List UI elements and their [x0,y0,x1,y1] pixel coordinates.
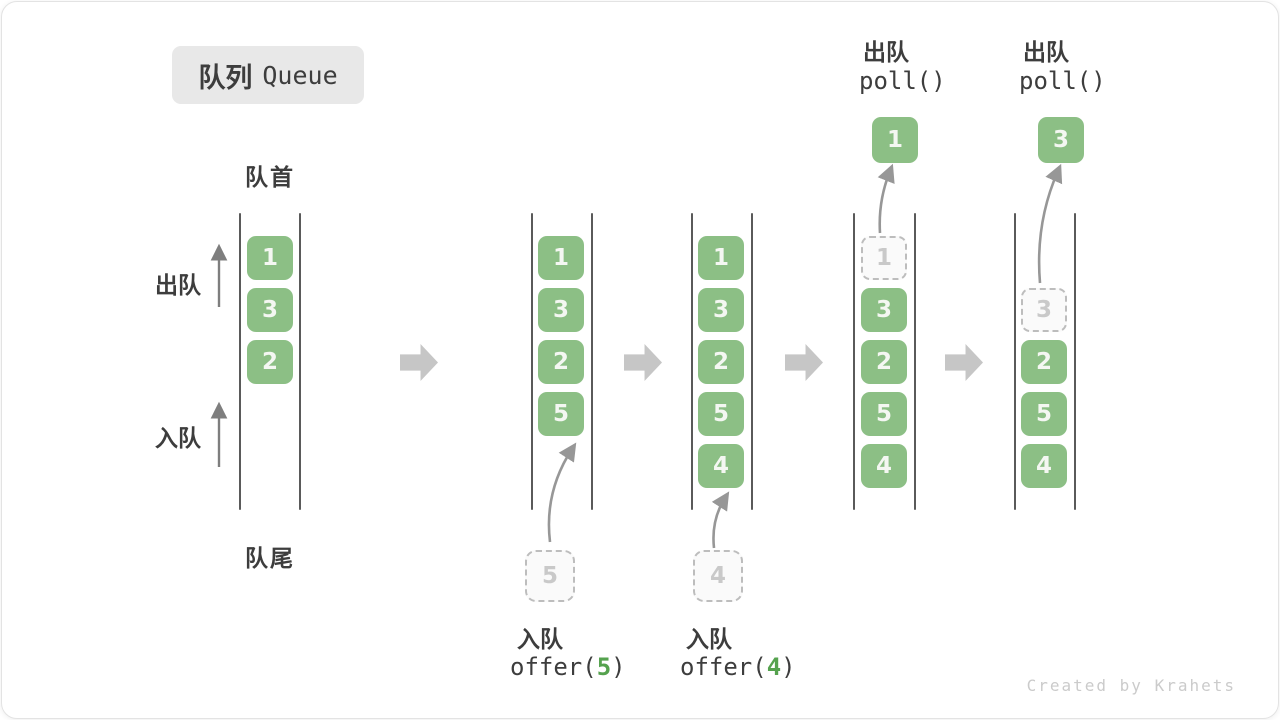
title-box: 队列 Queue [172,46,364,104]
label-queue-front: 队首 [245,164,295,190]
queue-cell: 1 [698,236,744,280]
queue-cell: 1 [538,236,584,280]
queue-cell: 3 [247,288,293,332]
queue-cell: 5 [538,392,584,436]
watermark-credit: Created by Krahets [1026,676,1236,695]
queue-cell: 5 [698,392,744,436]
queue-cell: 5 [861,392,907,436]
code-text: offer( [680,653,767,681]
queue-cell: 3 [538,288,584,332]
code-arg: 4 [766,653,782,681]
queue-wall-line [591,213,593,510]
queue-wall-line [751,213,753,510]
code-arg: 5 [596,653,612,681]
queue-cell-pending: 4 [693,550,743,602]
queue-cell: 2 [861,340,907,384]
queue-cell: 2 [538,340,584,384]
op-enqueue-label: 入队 [517,626,563,652]
op-dequeue-code: poll() [859,67,946,95]
op-dequeue-label: 出队 [863,39,909,65]
queue-cell: 4 [698,444,744,488]
label-dequeue: 出队 [155,272,201,298]
label-enqueue: 入队 [155,425,201,451]
enqueue-direction-arrow-icon [210,401,228,467]
flow-arrow-icon [400,344,438,381]
queue-wall-line [239,213,241,510]
queue-cell: 3 [861,288,907,332]
queue-cell: 3 [698,288,744,332]
queue-cell: 2 [698,340,744,384]
queue-wall-line [531,213,533,510]
insert-arrow-icon [547,442,577,543]
queue-cell-removed: 1 [861,236,907,280]
queue-wall-line [914,213,916,510]
code-text: ) [611,653,626,681]
queue-wall-line [299,213,301,510]
queue-wall-line [691,213,693,510]
dequeue-direction-arrow-icon [210,243,228,307]
op-dequeue-code: poll() [1019,67,1106,95]
remove-arrow-icon [1037,163,1063,284]
op-dequeue-label: 出队 [1023,39,1069,65]
op-enqueue-code: offer(5) [510,653,626,681]
queue-cell: 2 [1021,340,1067,384]
title-en: Queue [262,60,338,90]
code-text: ) [781,653,796,681]
flow-arrow-icon [785,344,823,381]
queue-wall-line [853,213,855,510]
queue-cell: 4 [861,444,907,488]
flow-arrow-icon [624,344,662,381]
queue-cell: 2 [247,340,293,384]
label-queue-rear: 队尾 [245,545,295,571]
title-zh: 队列 [198,62,253,93]
queue-cell-pending: 5 [525,550,575,602]
flow-arrow-icon [945,344,983,381]
remove-arrow-icon [877,163,895,234]
op-enqueue-code: offer(4) [680,653,796,681]
queue-wall-line [1074,213,1076,510]
queue-cell: 1 [247,236,293,280]
queue-cell: 5 [1021,392,1067,436]
polled-value-box: 1 [872,117,918,163]
insert-arrow-icon [711,491,730,549]
op-enqueue-label: 入队 [686,626,732,652]
code-text: offer( [510,653,597,681]
queue-wall-line [1014,213,1016,510]
queue-cell: 4 [1021,444,1067,488]
polled-value-box: 3 [1038,117,1084,163]
queue-cell-removed: 3 [1021,288,1067,332]
